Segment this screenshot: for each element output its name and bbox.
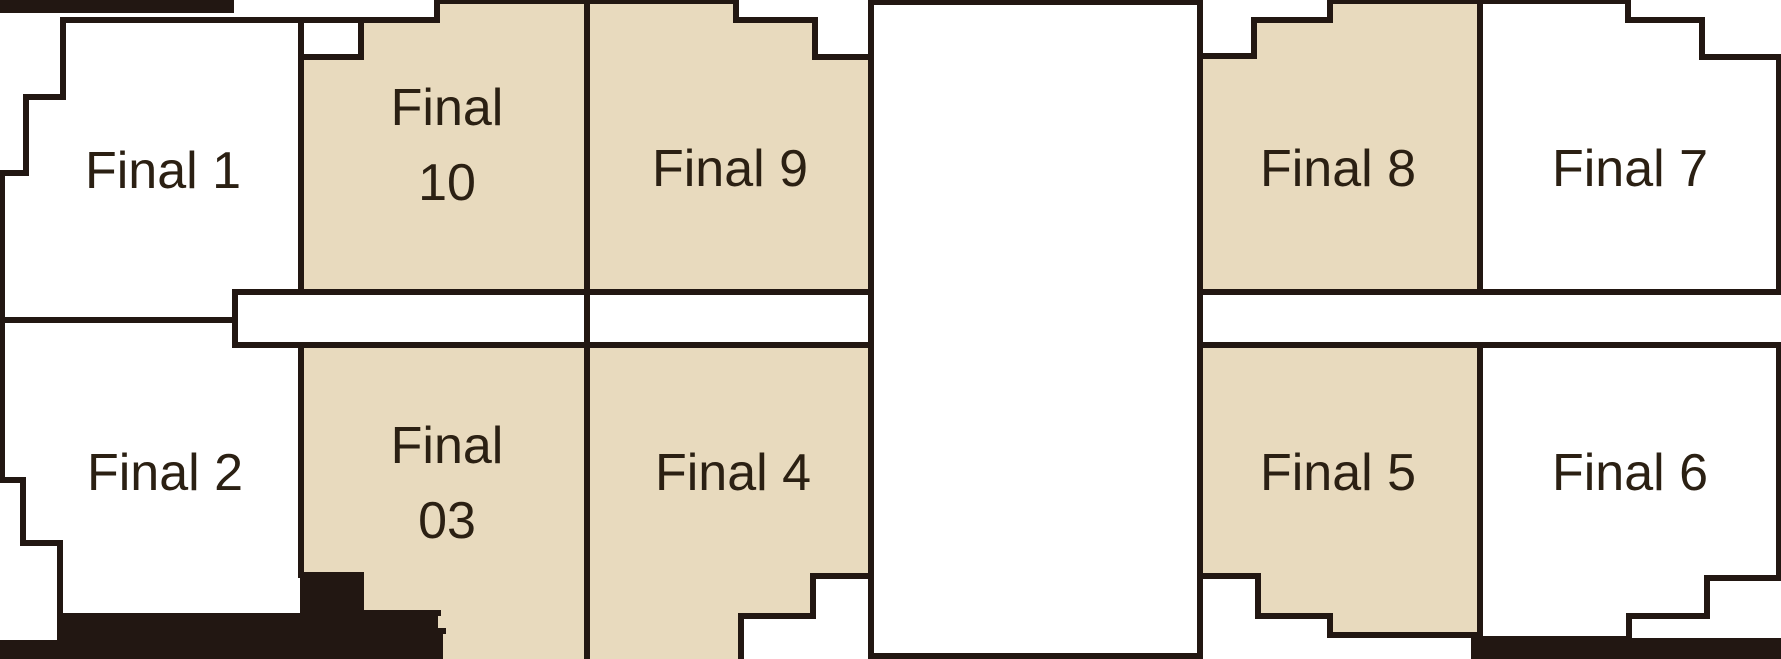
room-label-final-8: Final 8 — [1260, 140, 1416, 198]
room-final-1[interactable] — [6, 23, 298, 317]
highlighted-rooms — [304, 0, 1477, 659]
room-final-5[interactable] — [1203, 348, 1477, 635]
room-final-4[interactable] — [590, 348, 868, 659]
room-label-final-7: Final 7 — [1552, 140, 1708, 198]
room-labels: Final 1 Final 10 Final 9 Final 8 Final 7… — [85, 79, 1708, 550]
white-rooms — [6, 5, 1776, 636]
room-label-final-03-line1: Final — [391, 417, 504, 475]
room-label-final-03-line2: 03 — [418, 492, 476, 550]
room-final-10[interactable] — [304, 0, 584, 292]
room-final-9[interactable] — [590, 4, 868, 292]
room-label-final-6: Final 6 — [1552, 444, 1708, 502]
black-bar-bottom-right — [1471, 638, 1781, 659]
room-label-final-10-line2: 10 — [418, 154, 476, 212]
room-label-final-4: Final 4 — [655, 444, 811, 502]
room-final-8[interactable] — [1203, 4, 1477, 292]
room-final-6[interactable] — [1483, 348, 1776, 636]
room-label-final-2: Final 2 — [87, 444, 243, 502]
room-label-final-9: Final 9 — [652, 140, 808, 198]
room-final-03[interactable] — [304, 348, 584, 659]
room-label-final-1: Final 1 — [85, 142, 241, 200]
room-label-final-5: Final 5 — [1260, 444, 1416, 502]
room-final-2[interactable] — [6, 323, 298, 613]
black-bar-top-left — [0, 0, 234, 13]
room-final-7[interactable] — [1483, 5, 1776, 289]
room-label-final-10-line1: Final — [391, 79, 504, 137]
